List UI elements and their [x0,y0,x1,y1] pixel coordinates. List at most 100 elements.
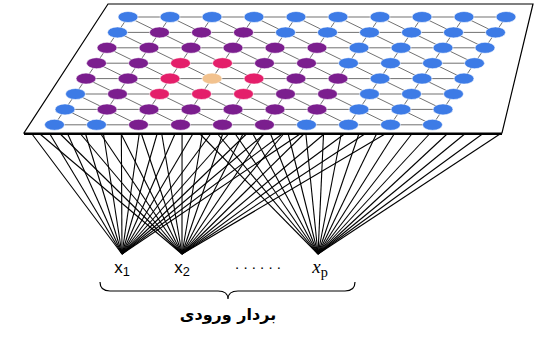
neuron [150,89,170,100]
input-weight-line [182,134,385,254]
neuron [339,58,359,69]
neuron [171,58,191,69]
input-weight-line [162,134,182,254]
neuron [391,42,411,53]
input-weight-line [121,134,182,254]
input-weight-line [318,134,412,254]
neuron [370,73,390,84]
neuron [454,73,474,84]
neuron [307,104,327,115]
neuron [108,27,128,38]
input-weight-line [32,134,122,254]
neuron [265,42,285,53]
neuron [76,73,96,84]
input-label: x1 [114,259,130,279]
neuron [213,58,233,69]
neuron [328,73,348,84]
neuron [181,42,201,53]
neuron-grid [45,12,517,131]
input-weight-line [235,134,318,254]
neuron [454,12,474,23]
neuron [412,12,432,23]
neuron [286,12,306,23]
neuron [181,104,201,115]
neuron [423,58,443,69]
neuron [297,58,317,69]
ellipsis: . . . . . . [235,256,281,273]
neuron-mesh [55,17,507,125]
neuron [307,42,327,53]
input-label: x2 [174,259,190,279]
neuron [328,12,348,23]
neuron [160,12,180,23]
neuron [444,89,464,100]
neuron [213,119,233,130]
neuron [360,89,380,100]
neuron [171,119,191,130]
neuron [444,27,464,38]
input-weight-line [141,134,182,254]
neuron [45,119,65,130]
neuron [118,12,138,23]
input-weight-line [182,134,223,254]
neuron [234,27,254,38]
input-weight-line [288,134,318,254]
input-weight-line [40,134,182,254]
neuron [255,58,275,69]
neuron [223,42,243,53]
neuron [349,42,369,53]
neuron [465,58,485,69]
neuron [202,12,222,23]
neuron [97,42,117,53]
neuron [433,104,453,115]
neuron [486,27,506,38]
input-weight-line [182,134,202,254]
input-weight-line [318,134,429,254]
neuron [433,42,453,53]
neuron [118,73,138,84]
neuron [150,27,170,38]
neuron [255,119,275,130]
neuron [87,119,107,130]
input-weight-line [182,134,263,254]
neuron [87,58,107,69]
neuron [402,89,422,100]
input-weight-line [318,134,359,254]
input-weight-line [218,134,318,254]
neuron [412,73,432,84]
neuron [129,58,149,69]
neuron [66,89,86,100]
neuron [423,119,443,130]
input-vector-label: بردار ورودی [180,306,276,324]
input-weight-line [101,134,182,254]
input-weight-line [318,134,500,254]
neuron [192,27,212,38]
input-weight-line [68,134,122,254]
neuron [360,27,380,38]
input-weight-line [318,134,376,254]
input-weight-line [122,134,246,254]
input-connections [32,134,500,254]
input-weight-line [81,134,182,254]
neuron [276,89,296,100]
neuron [370,12,390,23]
input-weight-line [182,134,324,254]
neuron [202,73,222,84]
input-weight-line [86,134,122,254]
input-brace [100,282,355,299]
input-weight-line [318,134,447,254]
neuron [160,73,180,84]
neuron [192,89,212,100]
neuron [139,104,159,115]
neuron [391,104,411,115]
input-weight-line [253,134,318,254]
neuron [108,89,128,100]
neuron [349,104,369,115]
neuron [402,27,422,38]
neuron [318,27,338,38]
neuron [318,89,338,100]
neuron [475,42,495,53]
input-weight-line [200,134,318,254]
